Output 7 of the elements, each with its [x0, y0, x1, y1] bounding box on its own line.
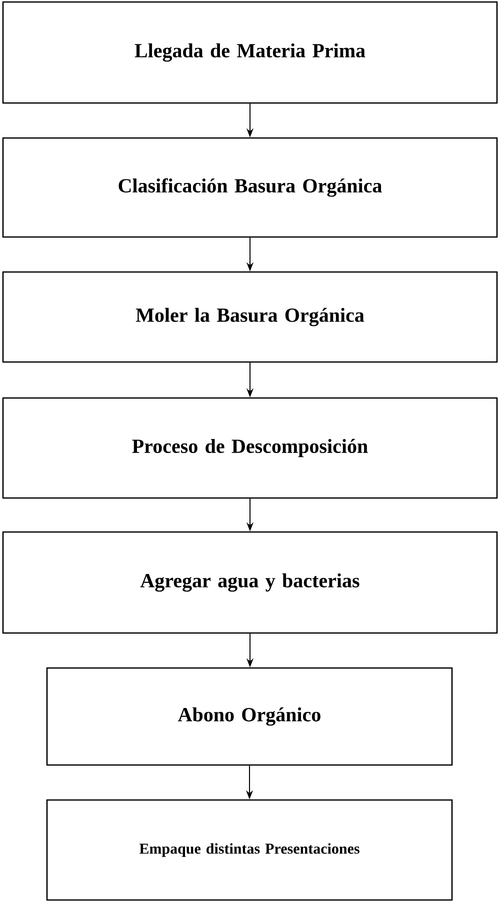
process-box: Empaque distintas Presentaciones	[46, 799, 453, 901]
process-box: Abono Orgánico	[46, 667, 453, 766]
process-box: Proceso de Descomposición	[2, 397, 498, 499]
process-box: Clasificación Basura Orgánica	[2, 137, 498, 238]
process-box: Agregar agua y bacterias	[2, 531, 498, 634]
process-box: Llegada de Materia Prima	[2, 1, 498, 104]
process-box: Moler la Basura Orgánica	[2, 271, 498, 363]
